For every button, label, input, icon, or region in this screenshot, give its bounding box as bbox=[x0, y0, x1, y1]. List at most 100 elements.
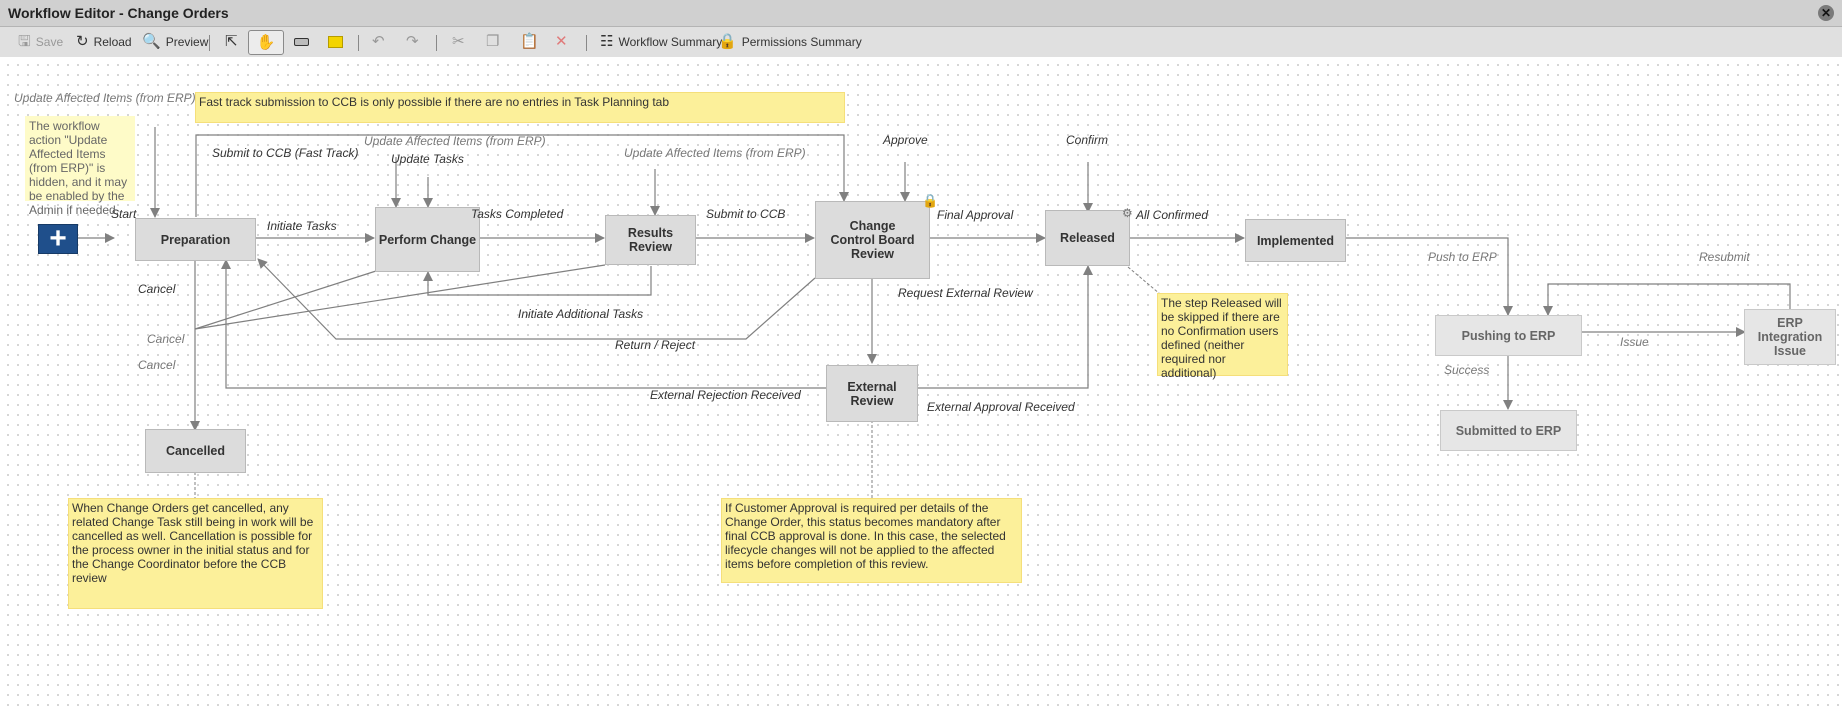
title-bar: Workflow Editor - Change Orders ✕ bbox=[0, 0, 1842, 27]
node-label: Preparation bbox=[160, 232, 231, 247]
transition-label[interactable]: All Confirmed bbox=[1136, 208, 1209, 222]
paste-button[interactable]: 📋 bbox=[520, 30, 539, 53]
transition-label[interactable]: Update Affected Items (from ERP) bbox=[364, 134, 546, 148]
transition-label[interactable]: Return / Reject bbox=[615, 338, 696, 352]
note-hidden-action[interactable]: The workflow action "Update Affected Ite… bbox=[25, 116, 135, 217]
workflow-canvas[interactable]: + Preparation Perform Change Results Rev… bbox=[0, 57, 1842, 712]
note-fast-track[interactable]: Fast track submission to CCB is only pos… bbox=[195, 92, 845, 123]
select-tool-button[interactable]: ⇱ bbox=[225, 30, 238, 53]
node-released[interactable]: Released bbox=[1045, 210, 1130, 266]
preview-icon: 🔍 bbox=[142, 33, 161, 50]
node-cancelled[interactable]: Cancelled bbox=[145, 429, 246, 473]
cut-button[interactable]: ✂ bbox=[452, 30, 465, 53]
paste-icon: 📋 bbox=[520, 33, 539, 50]
undo-button[interactable]: ↶ bbox=[372, 30, 385, 53]
wire-push-to-erp bbox=[1346, 237, 1513, 316]
wire-external-approval bbox=[918, 265, 1093, 389]
transition-label[interactable]: Update Affected Items (from ERP) bbox=[14, 91, 196, 105]
transition-label[interactable]: Submit to CCB bbox=[706, 207, 786, 221]
toolbar-separator bbox=[436, 35, 437, 51]
node-external-review[interactable]: External Review bbox=[826, 365, 918, 422]
transition-label[interactable]: Push to ERP bbox=[1428, 250, 1497, 264]
transition-label[interactable]: Approve bbox=[883, 133, 928, 147]
save-button[interactable]: 🖫 Save bbox=[18, 30, 63, 53]
toolbar: 🖫 Save ↻Reload 🔍Preview ⇱ ✋ ↶ ↷ ✂ ❐ 📋 ✕ ☷… bbox=[0, 27, 1842, 57]
add-step-button[interactable] bbox=[294, 30, 309, 53]
transition-label[interactable]: External Rejection Received bbox=[650, 388, 801, 402]
node-label: Cancelled bbox=[165, 444, 226, 458]
copy-button[interactable]: ❐ bbox=[486, 30, 499, 53]
reload-icon: ↻ bbox=[76, 33, 89, 50]
note-text: When Change Orders get cancelled, any re… bbox=[72, 501, 314, 585]
summary-list-icon: ☷ bbox=[600, 33, 614, 50]
transition-label[interactable]: Resubmit bbox=[1699, 250, 1750, 264]
reload-button[interactable]: ↻Reload bbox=[76, 30, 132, 53]
transition-label[interactable]: Update Affected Items (from ERP) bbox=[624, 146, 806, 160]
gear-icon: ⚙ bbox=[1122, 206, 1133, 220]
transition-label[interactable]: Cancel bbox=[138, 358, 176, 372]
node-label: Pushing to ERP bbox=[1461, 328, 1556, 343]
node-results-review[interactable]: Results Review bbox=[605, 215, 696, 265]
transition-label[interactable]: Tasks Completed bbox=[471, 207, 564, 221]
wire-external-rejection bbox=[221, 259, 826, 389]
workflow-summary-button[interactable]: ☷Workflow Summary bbox=[600, 30, 722, 53]
copy-icon: ❐ bbox=[486, 33, 500, 50]
wire-cancel-perform bbox=[194, 270, 377, 330]
note-text: The step Released will be skipped if the… bbox=[1161, 296, 1282, 380]
delete-button[interactable]: ✕ bbox=[555, 30, 568, 53]
node-submitted-to-erp[interactable]: Submitted to ERP bbox=[1440, 410, 1577, 451]
toolbar-separator bbox=[586, 35, 587, 51]
transition-wires bbox=[67, 127, 1791, 499]
save-label: Save bbox=[35, 34, 64, 49]
node-erp-integration-issue[interactable]: ERP Integration Issue bbox=[1744, 309, 1836, 365]
window-title: Workflow Editor - Change Orders bbox=[8, 5, 229, 21]
node-perform-change[interactable]: Perform Change bbox=[375, 207, 480, 272]
toolbar-separator bbox=[358, 35, 359, 51]
permissions-summary-button[interactable]: 🔒Permissions Summary bbox=[718, 30, 862, 53]
node-label: Submitted to ERP bbox=[1455, 423, 1562, 438]
add-note-icon bbox=[328, 35, 343, 48]
close-icon[interactable]: ✕ bbox=[1818, 5, 1834, 21]
transition-label[interactable]: Final Approval bbox=[937, 208, 1014, 222]
transition-label[interactable]: Update Tasks bbox=[391, 152, 464, 166]
pan-tool-button[interactable]: ✋ bbox=[248, 30, 284, 55]
node-pushing-to-erp[interactable]: Pushing to ERP bbox=[1435, 315, 1582, 356]
save-icon: 🖫 bbox=[18, 33, 31, 50]
add-note-button[interactable] bbox=[328, 30, 343, 53]
transition-label[interactable]: Request External Review bbox=[898, 286, 1033, 300]
redo-button[interactable]: ↷ bbox=[406, 30, 419, 53]
note-released-skip[interactable]: The step Released will be skipped if the… bbox=[1157, 293, 1288, 380]
node-label: External Review bbox=[847, 379, 897, 408]
transition-label[interactable]: Submit to CCB (Fast Track) bbox=[212, 146, 359, 160]
add-step-icon bbox=[294, 37, 309, 46]
note-link-released bbox=[1127, 266, 1161, 295]
transition-label[interactable]: Issue bbox=[1620, 335, 1649, 349]
delete-icon: ✕ bbox=[555, 33, 568, 50]
start-node[interactable]: + bbox=[38, 222, 78, 255]
undo-icon: ↶ bbox=[372, 33, 385, 50]
wire-initiate-additional bbox=[423, 266, 652, 296]
transition-label[interactable]: Start bbox=[111, 207, 137, 221]
note-text: Fast track submission to CCB is only pos… bbox=[199, 95, 670, 109]
node-label: Implemented bbox=[1256, 233, 1335, 248]
transition-label[interactable]: Initiate Tasks bbox=[267, 219, 337, 233]
node-implemented[interactable]: Implemented bbox=[1245, 219, 1346, 262]
select-pointer-icon: ⇱ bbox=[225, 33, 238, 50]
note-customer-approval[interactable]: If Customer Approval is required per det… bbox=[721, 498, 1022, 583]
wire-cancel-results bbox=[194, 264, 606, 330]
transition-label[interactable]: Cancel bbox=[147, 332, 185, 346]
transition-label[interactable]: External Approval Received bbox=[927, 400, 1075, 414]
node-label: ERP Integration Issue bbox=[1757, 316, 1823, 358]
cut-icon: ✂ bbox=[452, 33, 465, 50]
transition-label[interactable]: Confirm bbox=[1066, 133, 1109, 147]
node-label: Perform Change bbox=[378, 232, 477, 247]
transition-label[interactable]: Cancel bbox=[138, 282, 176, 296]
preview-button[interactable]: 🔍Preview bbox=[142, 30, 208, 53]
node-preparation[interactable]: Preparation bbox=[135, 218, 256, 261]
transition-label[interactable]: Initiate Additional Tasks bbox=[518, 307, 644, 321]
transition-label[interactable]: Success bbox=[1444, 363, 1490, 377]
note-cancelled-info[interactable]: When Change Orders get cancelled, any re… bbox=[68, 498, 323, 609]
note-text: The workflow action "Update Affected Ite… bbox=[29, 119, 128, 217]
node-label: Released bbox=[1060, 231, 1115, 245]
node-ccb-review[interactable]: Change Control Board Review bbox=[815, 201, 930, 279]
